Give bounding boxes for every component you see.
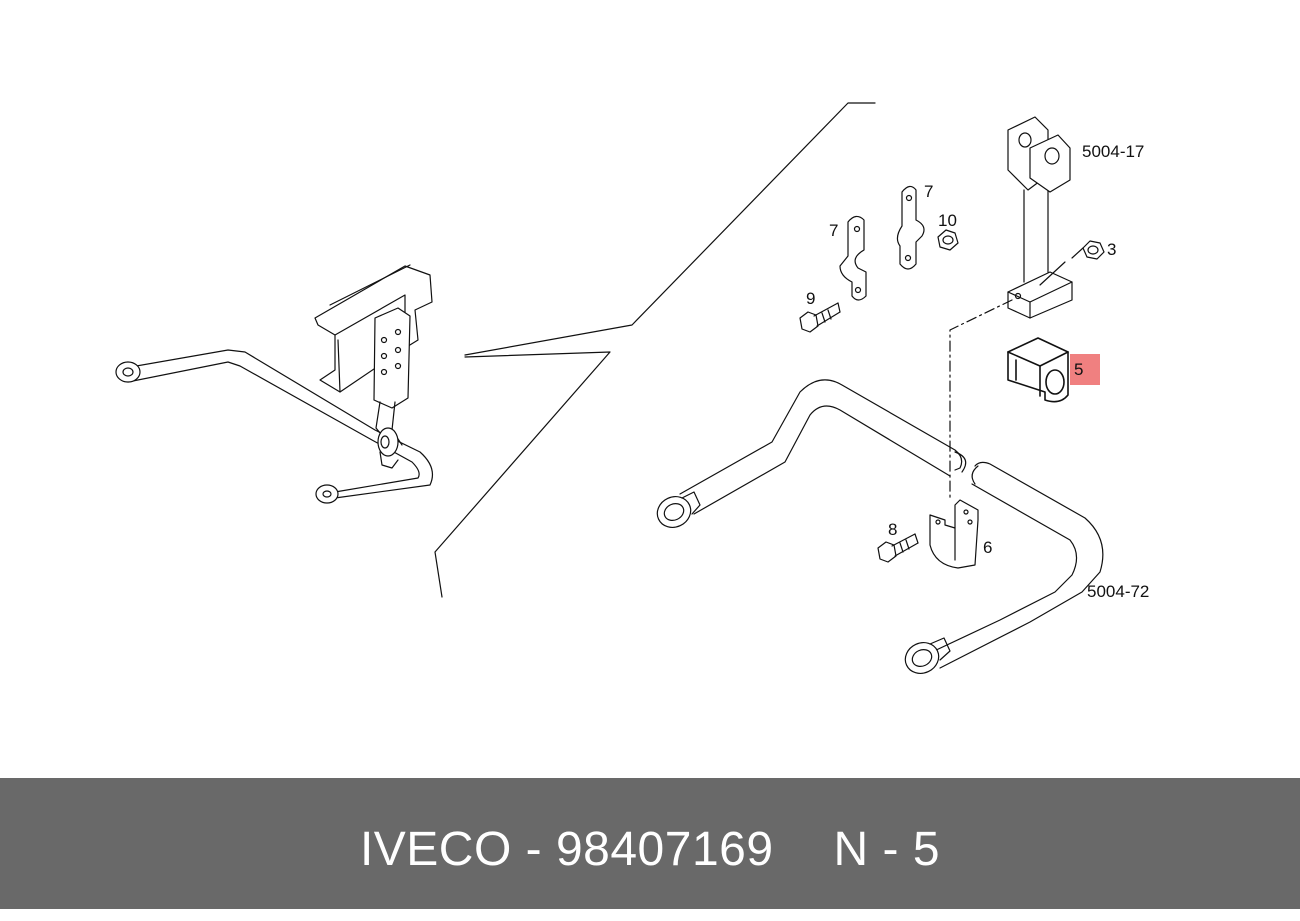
callout-9: 9	[806, 289, 815, 308]
part-6-bracket	[929, 499, 979, 569]
part-5-bushing	[1007, 337, 1069, 403]
position-number: N - 5	[833, 823, 941, 876]
callout-5004-17: 5004-17	[1082, 142, 1144, 161]
part-5004-72-stabilizer-bar	[656, 379, 1104, 674]
part-number-footer: IVECO - 98407169 N - 5	[0, 778, 1300, 909]
part-5004-17-bracket	[1007, 116, 1073, 319]
footer-text: IVECO - 98407169 N - 5	[0, 778, 1300, 909]
assembly-centerline	[949, 299, 1013, 501]
part-9-bolt	[799, 302, 841, 333]
parts-diagram: 5004-17 3 7 10 7 9 5 8 6 5004-72	[115, 102, 1149, 674]
callout-6: 6	[983, 538, 992, 557]
callout-5004-72: 5004-72	[1087, 582, 1149, 601]
callout-7-right: 7	[924, 182, 933, 201]
part-8-bolt	[877, 533, 919, 563]
exploded-view-drawing: 5004-17 3 7 10 7 9 5 8 6 5004-72	[115, 102, 1149, 674]
brand-part-number: IVECO - 98407169	[359, 823, 774, 876]
callout-5-highlight	[1070, 354, 1100, 385]
callout-8: 8	[888, 520, 897, 539]
callout-3: 3	[1107, 240, 1116, 259]
callout-10: 10	[938, 211, 957, 230]
part-7-clamp-left	[839, 215, 867, 301]
callout-5: 5	[1074, 360, 1083, 379]
overview-assembly	[115, 264, 433, 504]
part-7-clamp-right	[896, 185, 925, 270]
part-3-nut	[1039, 240, 1105, 286]
callout-7-left: 7	[829, 221, 838, 240]
part-10-nut	[937, 229, 959, 251]
detail-leader-lines	[434, 102, 876, 598]
